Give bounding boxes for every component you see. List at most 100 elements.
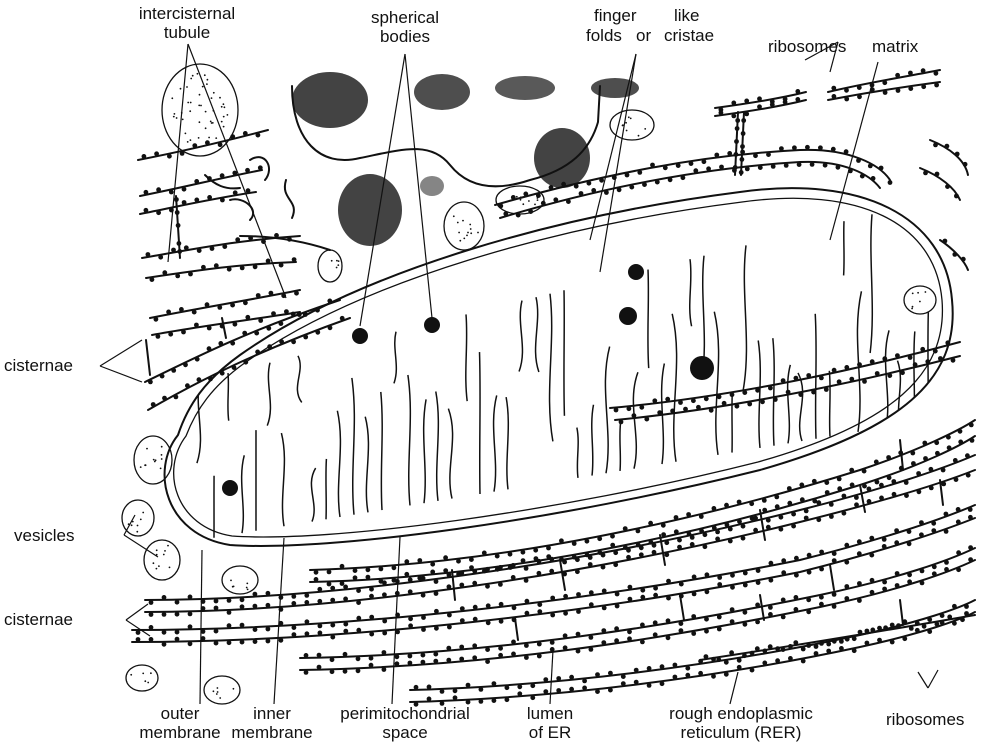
ribosome-dot (486, 620, 491, 625)
ribosome-dot (653, 593, 658, 598)
ribosome-dot (685, 666, 690, 671)
ribosome-dot (891, 479, 896, 484)
stipple-dot (628, 116, 630, 118)
crista-fold (788, 365, 791, 443)
ribosome-dot (171, 368, 176, 373)
crista-fold (242, 455, 245, 533)
ribosome-dot (934, 83, 939, 88)
ribosome-dot (188, 595, 193, 600)
stipple-dot (911, 308, 913, 310)
stipple-dot (453, 215, 455, 217)
ribosome-dot (699, 514, 704, 519)
ribosome-dot (945, 144, 950, 149)
ribosome-dot (797, 162, 802, 167)
ribosome-dot (356, 628, 361, 633)
stipple-dot (182, 119, 184, 121)
ribosome-dot (806, 609, 811, 614)
ribosome-dot (162, 630, 167, 635)
ribosome-dot (469, 557, 474, 562)
ribosome-dot (447, 613, 452, 618)
ribosome-dot (674, 529, 679, 534)
stipple-dot (140, 519, 142, 521)
ribosome-dot (472, 643, 477, 648)
ribosome-dot (647, 666, 652, 671)
ribosome-dot (317, 599, 322, 604)
ribosome-dot (498, 646, 503, 651)
crista-fold (914, 331, 915, 422)
ribosome-dot (741, 131, 746, 136)
ribosome-dot (194, 179, 199, 184)
ribosome-dot (781, 598, 786, 603)
ribosome-dot (857, 85, 862, 90)
ribosome-dot (744, 99, 749, 104)
stipple-dot (131, 524, 133, 526)
ribosome-dot (549, 557, 554, 562)
stipple-dot (336, 267, 338, 269)
stipple-dot (174, 113, 176, 115)
stipple-dot (164, 550, 166, 552)
ribosome-dot (194, 198, 199, 203)
ribosome-dot (562, 560, 567, 565)
ribosome-dot (246, 188, 251, 193)
ribosome-dot (966, 473, 971, 478)
ribosome-dot (956, 567, 961, 572)
ribosome-dot (599, 178, 604, 183)
ribosome-dot (882, 544, 887, 549)
label-word: or (636, 26, 651, 45)
ribosome-dot (741, 524, 746, 529)
ribosome-dot (715, 537, 720, 542)
stipple-dot (522, 203, 524, 205)
ribosome-dot (626, 555, 631, 560)
ribosome-dot (366, 567, 371, 572)
ribosome-dot (745, 167, 750, 172)
ribosome-dot (964, 611, 969, 616)
ribosome-dot (266, 259, 271, 264)
crista-fold (466, 314, 467, 401)
stipple-dot (136, 531, 138, 533)
ribosome-dot (867, 499, 872, 504)
ribosome-dot (915, 621, 920, 626)
ribosome-dot (819, 550, 824, 555)
ribosome-dot (895, 73, 900, 78)
ribosome-dot (951, 358, 956, 363)
ribosome-dot (459, 583, 464, 588)
label-word: cristae (664, 26, 714, 45)
ribosome-dot (327, 570, 332, 575)
spherical-body (222, 480, 238, 496)
stipple-dot (221, 121, 223, 123)
crista-fold (424, 399, 426, 503)
ribosome-dot (766, 525, 771, 530)
ribosome-dot (902, 619, 907, 624)
ribosome-dot (291, 594, 296, 599)
ribosome-dot (366, 575, 371, 580)
ribosome-dot (525, 599, 530, 604)
ribosome-dot (550, 647, 555, 652)
ribosome-dot (343, 669, 348, 674)
ribosome-dot (146, 252, 151, 257)
crista-fold (436, 392, 439, 501)
ribosome-dot (222, 244, 227, 249)
stipple-dot (160, 468, 162, 470)
ribosome-dot (151, 402, 156, 407)
ribosome-dot (781, 570, 786, 575)
ribosome-dot (805, 145, 810, 150)
ribosome-dot (537, 559, 542, 564)
ribosome-dot (664, 552, 669, 557)
ribosome-dot (693, 168, 698, 173)
stipple-dot (171, 97, 173, 99)
ribosome-dot (819, 602, 824, 607)
ribosome-dot (292, 632, 297, 637)
ribosome-dot (443, 555, 448, 560)
ribosome-dot (799, 483, 804, 488)
ribosome-dot (149, 612, 154, 617)
ribosome-dot (781, 647, 786, 652)
ribosome-dot (304, 670, 309, 675)
ribosome-dot (734, 152, 739, 157)
ribosome-dot (524, 578, 529, 583)
spherical-body (352, 328, 368, 344)
ribosome-dot (330, 635, 335, 640)
ribosome-dot (762, 661, 767, 666)
ribosome-dot (294, 291, 299, 296)
ribosome-dot (756, 568, 761, 573)
stipple-dot (626, 130, 628, 132)
